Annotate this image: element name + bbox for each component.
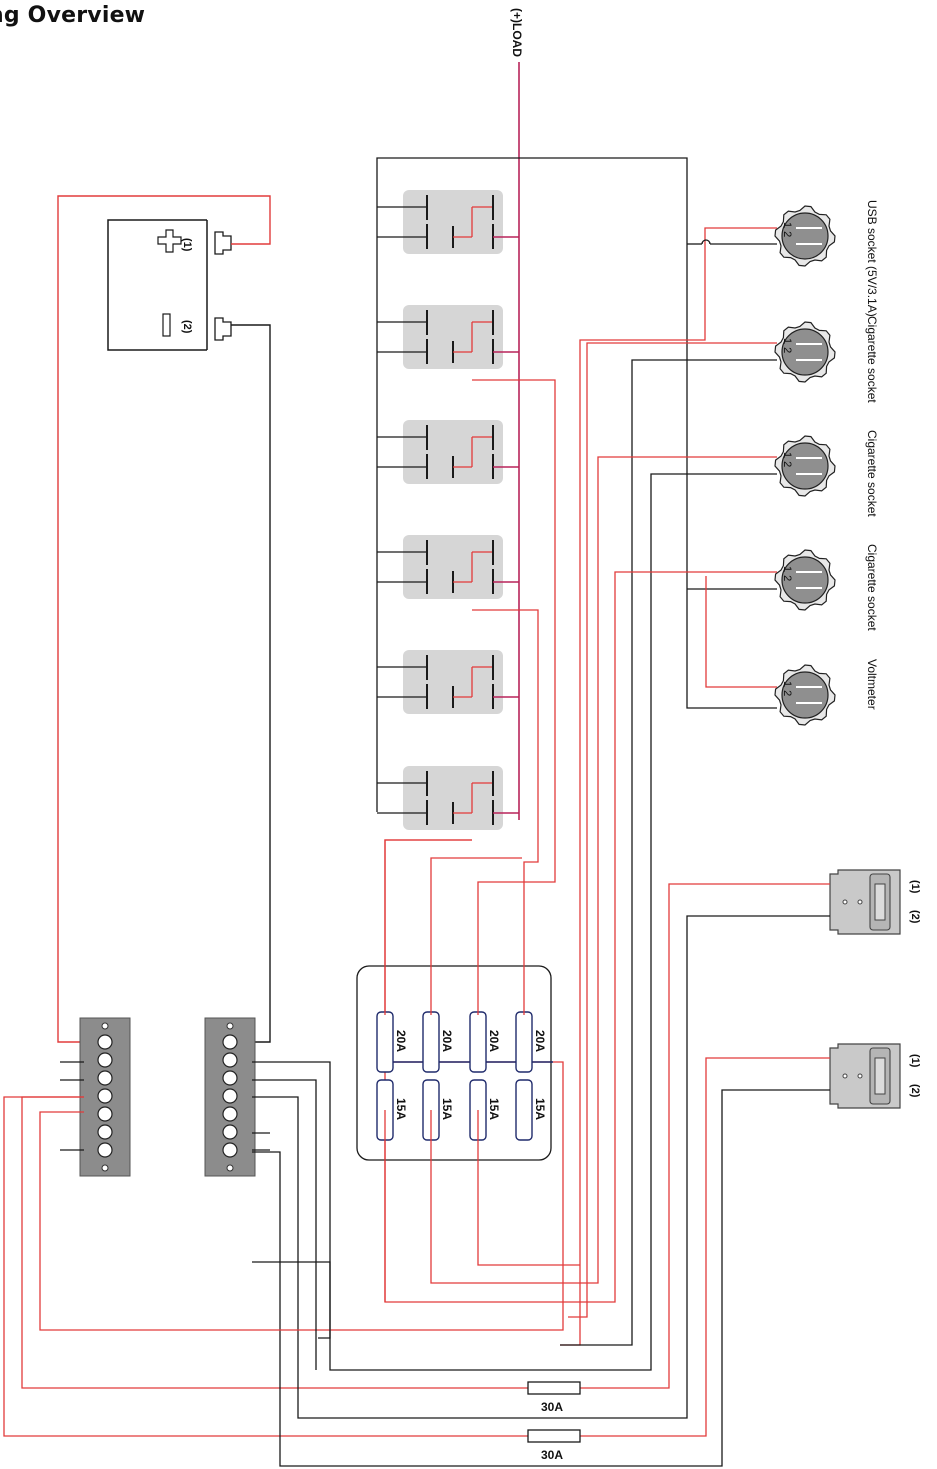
battery-terminal-neg [214, 317, 232, 341]
fuse-rating: 20A [487, 1030, 501, 1052]
busbar-negative [204, 1017, 256, 1177]
socket-pin-labels: 1 2 [781, 338, 793, 353]
fuse-15a-2: 15A [422, 1079, 454, 1141]
busbar-terminal [222, 1088, 238, 1104]
switch-6 [377, 766, 519, 830]
busbar-terminal [97, 1124, 113, 1140]
socket-5: 1 2 Voltmeter [774, 659, 879, 726]
busbar-terminal [222, 1052, 238, 1068]
socket-pin-labels: 1 2 [781, 452, 793, 467]
connector-pin2-label: (2) [909, 910, 921, 924]
fuse-rating: 20A [440, 1030, 454, 1052]
busbar-terminal [222, 1142, 238, 1158]
switch-2 [377, 305, 519, 369]
socket-4: 1 2 Cigarette socket [774, 544, 879, 631]
socket-1: 1 2 USB socket (5V/3.1A) [774, 200, 879, 317]
busbar-terminal [97, 1088, 113, 1104]
socket-label: Cigarette socket [865, 316, 879, 403]
fuse-rating: 20A [394, 1030, 408, 1052]
anderson-connector-1: (1) (2) [829, 869, 921, 935]
fuse-20a-1: 20A [376, 1011, 408, 1073]
fuse-rating: 20A [533, 1030, 547, 1052]
socket-pin-labels: 1 2 [781, 222, 793, 237]
fuse-20a-2: 20A [422, 1011, 454, 1073]
connector-pin2-label: (2) [909, 1084, 921, 1098]
socket-2: 1 2 Cigarette socket [774, 316, 879, 403]
busbar-terminal [222, 1106, 238, 1122]
fuse-20a-3: 20A [469, 1011, 501, 1073]
page-title: ng Overview [0, 3, 146, 28]
switch-3 [377, 420, 519, 484]
busbar-positive [79, 1017, 131, 1177]
switch-5 [377, 650, 519, 714]
connectors: (1) (2) (1) (2) [829, 869, 921, 1109]
fuse-15a-1: 15A [376, 1079, 408, 1141]
fuse-15a-3: 15A [469, 1079, 501, 1141]
anderson-connector-2: (1) (2) [829, 1043, 921, 1109]
battery-positive-wire [57, 195, 271, 1043]
battery: (1) (2) [107, 219, 232, 351]
battery-pos-label: (1) [181, 238, 193, 252]
switch-4 [377, 535, 519, 599]
socket-label: Cigarette socket [865, 544, 879, 631]
busbar-terminal [97, 1070, 113, 1086]
minus-icon [162, 313, 171, 337]
busbar-terminal [222, 1124, 238, 1140]
socket-label: Voltmeter [865, 659, 879, 710]
socket-3: 1 2 Cigarette socket [774, 430, 879, 517]
fuse-rating: 15A [487, 1098, 501, 1120]
load-label: (+)LOAD [510, 8, 524, 57]
battery-terminal-pos [214, 231, 232, 255]
socket-wiring [252, 227, 777, 1371]
battery-neg-label: (2) [181, 320, 193, 334]
busbar-terminal [222, 1070, 238, 1086]
inline-fuse-1 [527, 1381, 581, 1395]
fuse-20a-4: 20A [515, 1011, 547, 1073]
inline-fuse-1-label: 30A [541, 1400, 563, 1414]
socket-label: Cigarette socket [865, 430, 879, 517]
switch-ground-frame [376, 157, 777, 812]
switch-panels [377, 190, 519, 830]
fuse-block: 20A 20A 20A 20A 15A 15A 15A 15A [356, 965, 553, 1161]
connector-pin1-label: (1) [909, 1054, 921, 1068]
busbar-terminal [97, 1052, 113, 1068]
connector-pin1-label: (1) [909, 880, 921, 894]
fuse-15a-4: 15A [515, 1079, 547, 1141]
sockets: 1 2 USB socket (5V/3.1A) 1 2 Cigarette sock… [774, 200, 879, 726]
fuse-feed-wiring [384, 379, 580, 1302]
inline-fuse-2-label: 30A [541, 1448, 563, 1462]
fuse-rating: 15A [440, 1098, 454, 1120]
inline-fuses: 30A 30A [527, 1381, 581, 1462]
socket-pin-labels: 1 2 [781, 566, 793, 581]
busbar-terminal [222, 1034, 238, 1050]
busbar-terminal [97, 1034, 113, 1050]
fuse-rating: 15A [533, 1098, 547, 1120]
connector-wiring [3, 883, 830, 1467]
switch-1 [377, 190, 519, 254]
busbar-terminal [97, 1142, 113, 1158]
socket-pin-labels: 1 2 [781, 681, 793, 696]
battery-negative-wire [231, 324, 271, 1043]
plus-icon [157, 229, 182, 253]
socket-label: USB socket (5V/3.1A) [865, 200, 879, 317]
fuse-rating: 15A [394, 1098, 408, 1120]
inline-fuse-2 [527, 1429, 581, 1443]
busbar-terminal [97, 1106, 113, 1122]
